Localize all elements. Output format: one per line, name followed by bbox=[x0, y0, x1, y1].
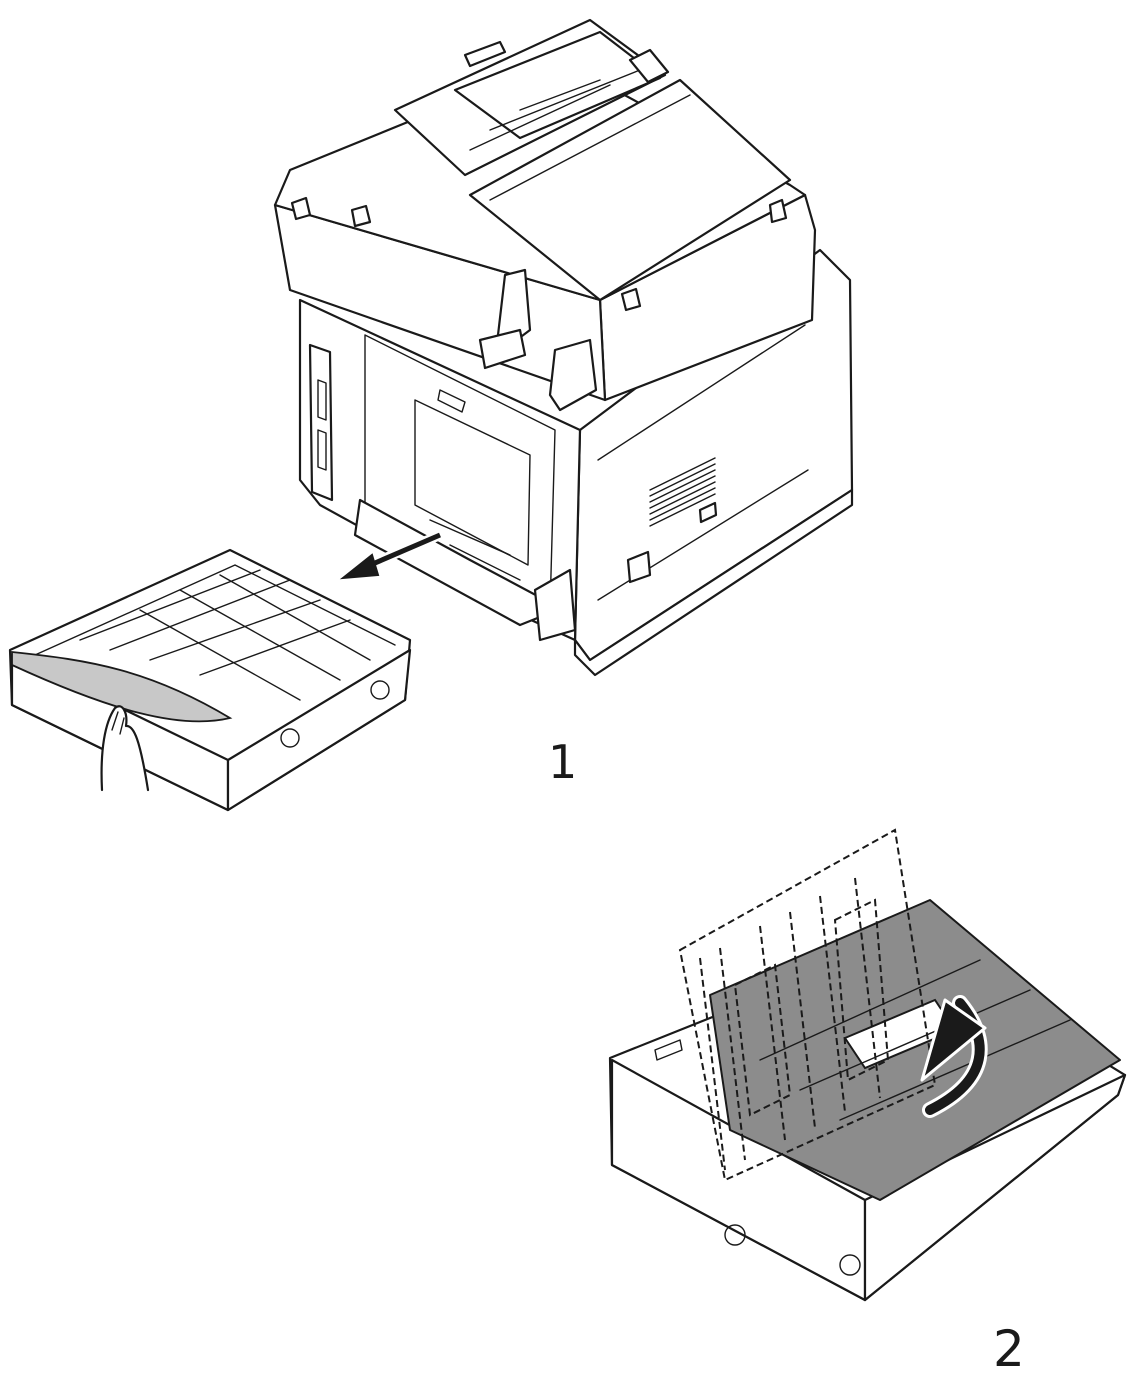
curved-arrow-up-icon bbox=[920, 995, 988, 1118]
step-number-2: 2 bbox=[993, 1320, 1025, 1378]
step-number-1: 1 bbox=[548, 735, 578, 789]
arrow-left-down-icon bbox=[339, 530, 442, 580]
printer bbox=[273, 18, 854, 677]
paper-tray-opened bbox=[608, 828, 1127, 1302]
paper-tray-removed bbox=[8, 548, 412, 812]
